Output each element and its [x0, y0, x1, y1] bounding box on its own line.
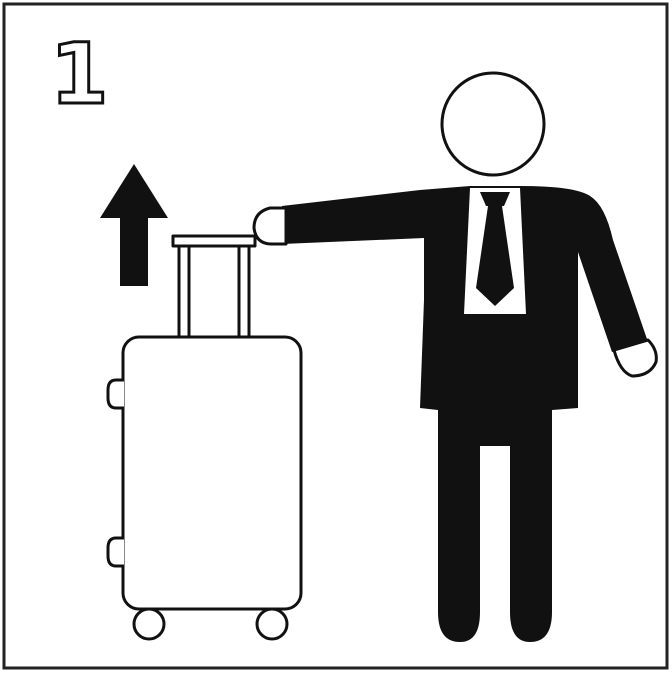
suitcase-latch [108, 538, 124, 566]
suitcase-latch [108, 380, 124, 408]
suitcase-wheel [257, 609, 287, 639]
head [442, 73, 544, 175]
left-hand [254, 208, 286, 244]
suitcase-wheel [134, 609, 164, 639]
step-number: 1 [50, 25, 108, 123]
suitcase-body [123, 337, 301, 609]
